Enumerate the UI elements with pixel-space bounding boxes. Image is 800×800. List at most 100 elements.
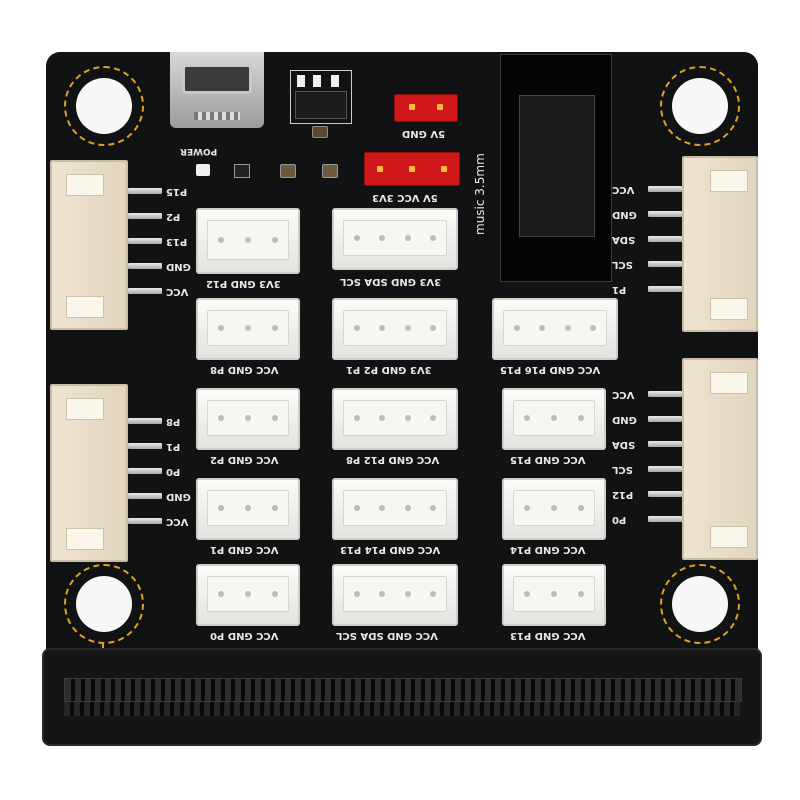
usb-port [170, 52, 264, 128]
connector-3pin-r3c3[interactable] [502, 388, 606, 450]
pin-label: P8 [166, 416, 181, 427]
pin-label: SDA [612, 234, 636, 245]
pin-label: SCL [612, 259, 633, 270]
side-connector-left-bottom[interactable] [50, 384, 128, 562]
edge-connector-slot [64, 702, 740, 716]
connector-3pin-r5c1[interactable] [196, 564, 300, 626]
mount-hole-top-right [672, 78, 728, 134]
regulator-pad [313, 75, 321, 87]
header-pin [648, 211, 682, 217]
edge-connector-slot [64, 678, 742, 702]
connector-label: VCC GND P12 P8 [346, 454, 440, 465]
connector-3pin-r3c1[interactable] [196, 388, 300, 450]
mount-hole-top-left [76, 78, 132, 134]
connector-slot [66, 528, 104, 550]
pin-label: SCL [612, 464, 633, 475]
pin-label: P0 [612, 514, 627, 525]
header-pin [128, 213, 162, 219]
connector-label: VCC GND SDA SCL [336, 630, 438, 641]
audio-jack-housing [519, 95, 595, 237]
connector-4pin-r3c2[interactable] [332, 388, 458, 450]
connector-label: VCC GND P1 [210, 544, 279, 555]
header-pin [648, 466, 682, 472]
pin-label: P15 [166, 186, 188, 197]
mount-hole-ring-top-left [64, 66, 144, 146]
jumper-pin [409, 104, 415, 110]
connector-label: VCC GND P8 [210, 364, 279, 375]
header-pin [648, 441, 682, 447]
connector-4pin-r1c2[interactable] [332, 208, 458, 270]
connector-3pin-r2c1[interactable] [196, 298, 300, 360]
header-pin [648, 516, 682, 522]
header-pin [128, 188, 162, 194]
connector-3pin-r4c3[interactable] [502, 478, 606, 540]
jumper-pin [441, 166, 447, 172]
connector-3pin-r5c3[interactable] [502, 564, 606, 626]
regulator-pad [331, 75, 339, 87]
pin-label: GND [166, 261, 191, 272]
connector-label: VCC GND P13 [510, 630, 586, 641]
pcb-board: POWER 5V GND 5V VCC 3V3 music 3.5mm P15 … [42, 52, 762, 746]
usb-socket [182, 64, 252, 94]
pin-label: P2 [166, 211, 181, 222]
voltage-regulator [290, 70, 352, 124]
connector-4pin-r2c3[interactable] [492, 298, 618, 360]
pin-label: GND [612, 209, 637, 220]
audio-jack [500, 54, 612, 282]
jumper-5v-vcc-3v3[interactable] [364, 152, 460, 186]
header-pin [128, 493, 162, 499]
header-pin [128, 468, 162, 474]
mount-hole-bottom-left [76, 576, 132, 632]
header-pin [648, 391, 682, 397]
connector-slot [710, 526, 748, 548]
connector-label: 3V3 GND P12 [206, 278, 281, 289]
jumper-pin [409, 166, 415, 172]
header-pin [128, 443, 162, 449]
music-label: music 3.5mm [473, 153, 487, 235]
power-led [196, 164, 210, 176]
capacitor [312, 126, 328, 138]
connector-slot [710, 170, 748, 192]
pin-label: P0 [166, 466, 181, 477]
pin-label: VCC [166, 286, 189, 297]
connector-label: VCC GND P0 [210, 630, 279, 641]
connector-label: VCC GND P15 [510, 454, 586, 465]
connector-label: VCC GND P16 P15 [500, 364, 601, 375]
regulator-body [295, 91, 347, 119]
connector-3pin-r1c1[interactable] [196, 208, 300, 274]
pin-label: GND [612, 414, 637, 425]
usb-pins [194, 112, 240, 120]
side-connector-left-top[interactable] [50, 160, 128, 330]
jumper-top-label: 5V GND [402, 128, 446, 139]
capacitor [280, 164, 296, 178]
pin-label: VCC [612, 389, 635, 400]
header-pin [128, 263, 162, 269]
pin-label: P12 [612, 489, 634, 500]
connector-4pin-r5c2[interactable] [332, 564, 458, 626]
mount-hole-ring-bottom-left [64, 564, 144, 644]
pin-label: SDA [612, 439, 636, 450]
connector-slot [66, 174, 104, 196]
power-label: POWER [180, 146, 218, 156]
header-pin [128, 418, 162, 424]
regulator-pad [297, 75, 305, 87]
mount-hole-ring-top-right [660, 66, 740, 146]
header-pin [128, 288, 162, 294]
header-pin [128, 518, 162, 524]
side-connector-right-top[interactable] [682, 156, 758, 332]
pin-label: P13 [166, 236, 188, 247]
pin-label: VCC [166, 516, 189, 527]
connector-4pin-r2c2[interactable] [332, 298, 458, 360]
side-connector-right-bottom[interactable] [682, 358, 758, 560]
jumper-5v-gnd[interactable] [394, 94, 458, 122]
connector-3pin-r4c1[interactable] [196, 478, 300, 540]
jumper-pin [377, 166, 383, 172]
pin-label: P1 [166, 441, 181, 452]
connector-slot [66, 398, 104, 420]
resistor [234, 164, 250, 178]
header-pin [648, 491, 682, 497]
header-pin [648, 416, 682, 422]
capacitor [322, 164, 338, 178]
connector-4pin-r4c2[interactable] [332, 478, 458, 540]
edge-connector[interactable] [42, 648, 762, 746]
